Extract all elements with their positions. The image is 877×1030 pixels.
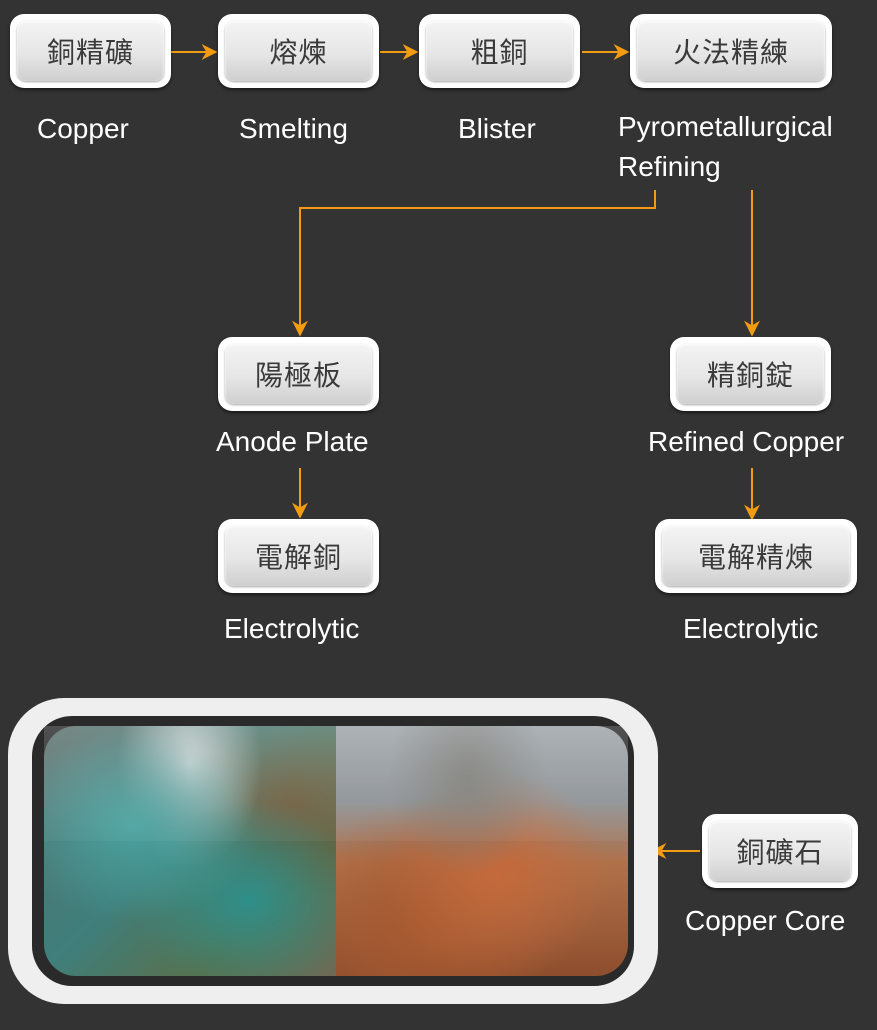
node-electrolytic-refining-label: 電解精煉 — [697, 541, 814, 574]
caption-copper-core: Copper Core — [685, 905, 846, 936]
caption-blister: Blister — [458, 113, 536, 144]
caption-smelting: Smelting — [239, 113, 348, 144]
caption-refined-copper: Refined Copper — [648, 426, 845, 457]
ore-photo-native-copper — [336, 726, 628, 976]
arrow-pyro-to-anode — [292, 190, 656, 337]
caption-copper: Copper — [37, 113, 129, 144]
node-blister-label: 粗銅 — [470, 36, 529, 69]
caption-electrolytic-right: Electrolytic — [683, 613, 819, 644]
node-copper-concentrate-label: 銅精礦 — [46, 36, 134, 69]
node-copper-ore: 銅礦石 — [702, 814, 858, 888]
node-copper-concentrate: 銅精礦 — [10, 14, 171, 88]
ore-photo-frame — [8, 698, 658, 1004]
node-electrolytic-copper: 電解銅 — [218, 519, 379, 593]
node-refined-copper: 精銅錠 — [670, 337, 831, 411]
node-copper-ore-label: 銅礦石 — [736, 836, 824, 869]
ore-photo-malachite — [44, 726, 336, 976]
node-smelting-label: 熔煉 — [269, 36, 328, 69]
ore-photo-inner — [32, 716, 634, 986]
caption-pyrometallurgical-refining: Pyrometallurgical Refining — [618, 111, 833, 182]
node-electrolytic-refining: 電解精煉 — [655, 519, 857, 593]
node-anode-plate: 陽極板 — [218, 337, 379, 411]
node-anode-plate-label: 陽極板 — [254, 359, 342, 392]
node-pyro-refining: 火法精練 — [630, 14, 832, 88]
node-refined-copper-label: 精銅錠 — [706, 359, 794, 392]
node-smelting: 熔煉 — [218, 14, 379, 88]
caption-anode-plate: Anode Plate — [216, 426, 369, 457]
node-blister: 粗銅 — [419, 14, 580, 88]
node-electrolytic-copper-label: 電解銅 — [254, 541, 342, 574]
caption-electrolytic-left: Electrolytic — [224, 613, 360, 644]
node-pyro-refining-label: 火法精練 — [672, 36, 789, 69]
